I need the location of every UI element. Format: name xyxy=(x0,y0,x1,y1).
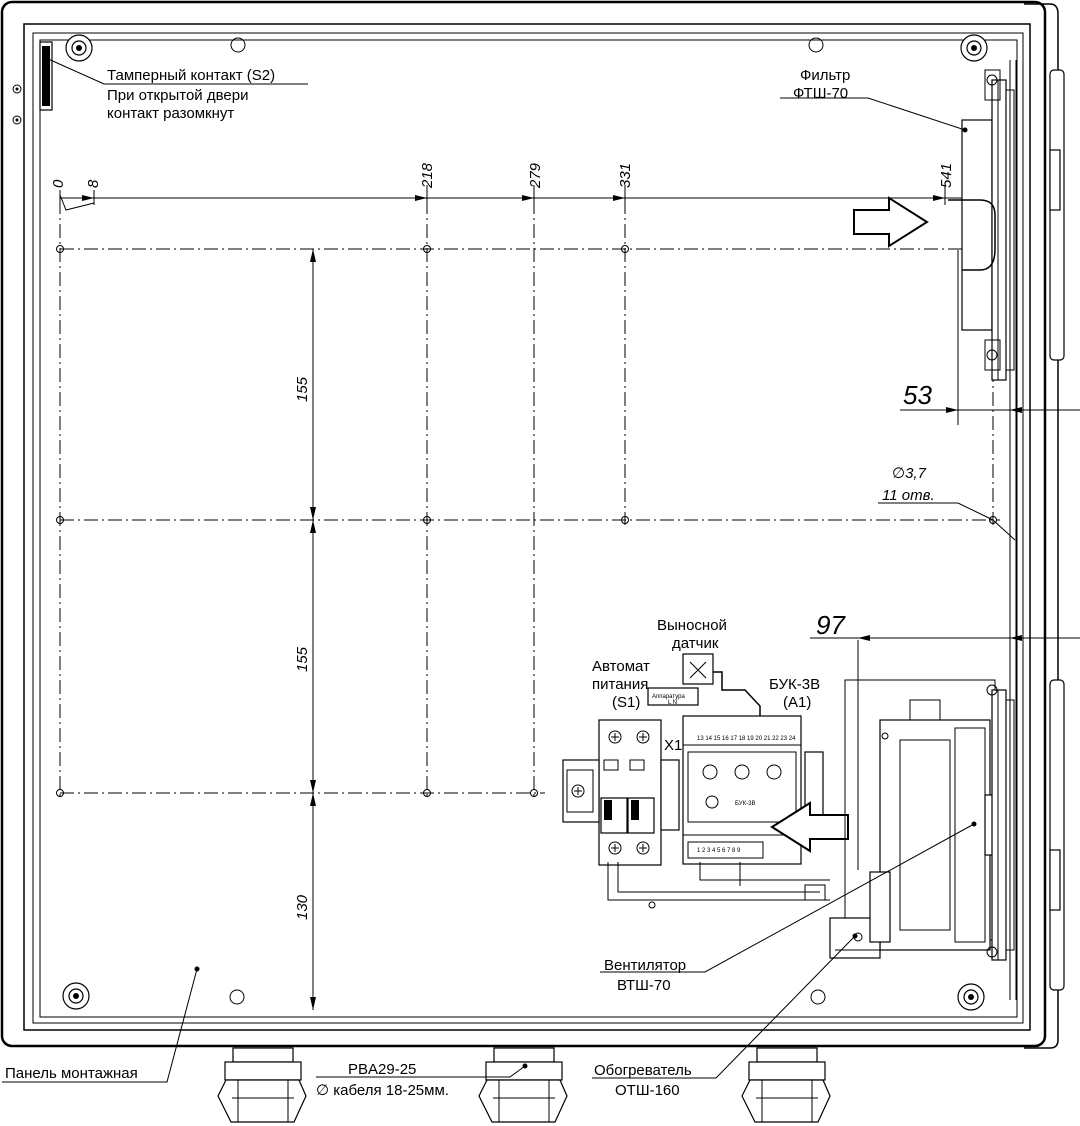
buk-logo: БУК-3В xyxy=(735,801,755,807)
apparatus-ln: L N xyxy=(668,700,677,706)
offset-dimension-53 xyxy=(900,407,1080,413)
buk-terminals-bottom: 1 2 3 4 5 6 7 8 9 xyxy=(697,848,741,854)
dim-h-279: 279 xyxy=(527,162,544,189)
cable-gland-left xyxy=(217,1047,307,1123)
tamper-title: Тамперный контакт (S2) xyxy=(107,67,275,84)
leader-lines xyxy=(2,57,1016,1083)
sensor-line1: Выносной xyxy=(657,617,727,634)
fan-title: Вентилятор xyxy=(604,957,686,974)
dim-h-8: 8 xyxy=(85,179,102,188)
cable-gland-middle xyxy=(478,1047,568,1123)
fan-model: ВТШ-70 xyxy=(617,977,671,994)
breaker-line2: питания xyxy=(592,676,648,693)
dim-h-331: 331 xyxy=(617,163,634,188)
dim-v-155-top: 155 xyxy=(294,376,311,402)
airflow-arrow-out xyxy=(770,801,849,853)
terminal-x1: X1 xyxy=(664,737,682,754)
buk-title: БУК-3В xyxy=(769,676,820,693)
heater-unit xyxy=(829,871,990,959)
gland-description: ∅ кабеля 18-25мм. xyxy=(316,1082,449,1099)
filter-title: Фильтр xyxy=(800,67,850,84)
dim-h-0: 0 xyxy=(50,179,67,188)
dim-v-155-mid: 155 xyxy=(294,646,311,672)
buk-terminals-top: 13 14 15 16 17 18 19 20 21 22 23 24 xyxy=(697,736,796,742)
cable-gland-right xyxy=(741,1047,831,1123)
dim-offset-97: 97 xyxy=(816,610,846,640)
leader-dots xyxy=(194,127,977,1069)
hole-count: 11 отв. xyxy=(882,487,935,504)
airflow-arrow-in xyxy=(853,196,929,248)
sensor-unit: Аппаратура L N xyxy=(647,653,761,716)
controller-buk-3v: 13 14 15 16 17 18 19 20 21 22 23 24 БУК-… xyxy=(607,715,830,909)
heater-title: Обогреватель xyxy=(594,1062,692,1079)
mounting-panel-label: Панель монтажная xyxy=(5,1065,138,1082)
heater-model: ОТШ-160 xyxy=(615,1082,680,1099)
breaker-line3: (S1) xyxy=(612,694,640,711)
enclosure-body xyxy=(0,0,1059,1049)
dim-v-130: 130 xyxy=(294,894,311,920)
grid-lines xyxy=(59,200,1000,800)
tamper-switch xyxy=(39,41,53,111)
fan-unit xyxy=(844,640,1015,961)
filter-model: ФТШ-70 xyxy=(793,85,848,102)
tamper-line2: При открытой двери xyxy=(107,87,248,104)
door-hinges xyxy=(1049,69,1065,991)
hole-diameter: ∅3,7 xyxy=(892,465,927,482)
breaker-line1: Автомат xyxy=(592,658,650,675)
gland-title: PBA29-25 xyxy=(348,1061,416,1078)
dim-offset-53: 53 xyxy=(903,380,932,410)
dim-h-541: 541 xyxy=(938,163,955,188)
horizontal-dimension-line xyxy=(59,185,990,211)
mounting-holes xyxy=(56,245,997,797)
corner-screws xyxy=(12,34,988,1011)
apparatus-label: Аппаратура xyxy=(652,694,685,700)
dim-h-218: 218 xyxy=(419,162,436,189)
vertical-dimension-line xyxy=(310,249,316,1010)
sensor-line2: датчик xyxy=(672,635,719,652)
filter-unit xyxy=(948,69,1015,425)
buk-designator: (A1) xyxy=(783,694,811,711)
tamper-line3: контакт разомкнут xyxy=(107,105,234,122)
offset-dimension-97 xyxy=(810,635,1080,641)
breaker-unit xyxy=(562,719,680,866)
